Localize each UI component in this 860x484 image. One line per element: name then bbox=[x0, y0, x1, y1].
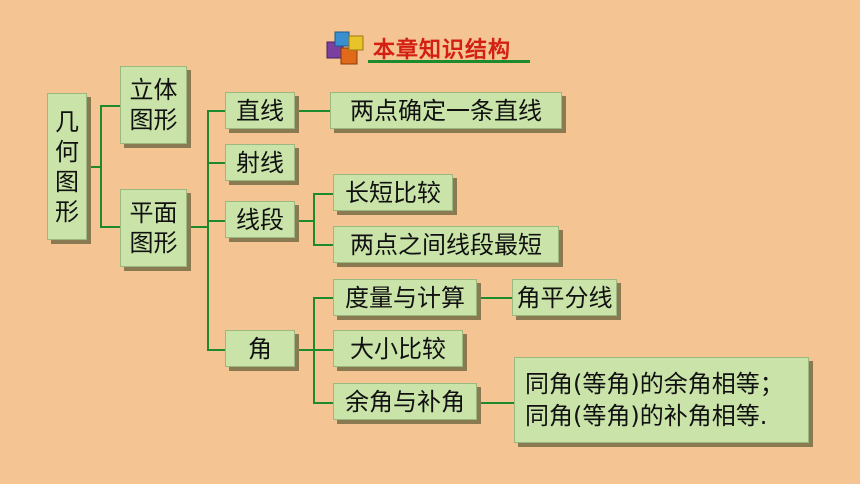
connector bbox=[88, 166, 102, 168]
connector bbox=[313, 349, 333, 351]
node-line: 直线 bbox=[225, 92, 295, 129]
node-text: 两点确定一条直线 bbox=[350, 96, 542, 125]
node-text: 余角与补角 bbox=[345, 387, 465, 416]
connector bbox=[313, 244, 333, 246]
node-ray: 射线 bbox=[225, 144, 295, 181]
node-text: 两点之间线段最短 bbox=[350, 230, 542, 259]
node-text: 角 bbox=[248, 334, 272, 363]
connector bbox=[313, 402, 333, 404]
connector bbox=[186, 226, 208, 228]
node-line-fact: 两点确定一条直线 bbox=[330, 92, 562, 129]
node-text: 直线 bbox=[236, 96, 284, 125]
node-text: 同角(等角)的补角相等. bbox=[525, 402, 768, 430]
connector bbox=[207, 162, 225, 164]
connector bbox=[207, 110, 225, 112]
node-text: 立体 bbox=[129, 76, 178, 104]
node-bisector: 角平分线 bbox=[512, 279, 617, 316]
node-complement-facts: 同角(等角)的余角相等； 同角(等角)的补角相等. bbox=[514, 357, 809, 443]
node-text: 角平分线 bbox=[516, 283, 613, 312]
node-measure: 度量与计算 bbox=[333, 279, 477, 316]
node-plane-figures: 平面 图形 bbox=[120, 189, 187, 267]
connector bbox=[100, 105, 120, 107]
section-title: 本章知识结构 bbox=[325, 28, 511, 68]
connector bbox=[207, 220, 225, 222]
connector bbox=[100, 105, 102, 227]
connector bbox=[476, 297, 512, 299]
node-geometric-figures: 几 何 图 形 bbox=[47, 93, 87, 240]
node-text: 形 bbox=[55, 197, 79, 226]
node-text: 何 bbox=[55, 137, 79, 166]
node-text: 度量与计算 bbox=[345, 283, 465, 312]
connector bbox=[313, 297, 333, 299]
node-segment: 线段 bbox=[225, 201, 295, 238]
node-text: 线段 bbox=[236, 205, 284, 234]
node-shortest: 两点之间线段最短 bbox=[333, 226, 559, 263]
blocks-icon bbox=[326, 31, 364, 65]
node-text: 大小比较 bbox=[350, 334, 446, 363]
node-text: 图形 bbox=[129, 229, 178, 257]
connector bbox=[207, 349, 225, 351]
node-text: 射线 bbox=[236, 148, 284, 177]
node-solid-figures: 立体 图形 bbox=[120, 66, 187, 144]
node-text: 长短比较 bbox=[345, 178, 441, 207]
node-text: 图 bbox=[55, 167, 79, 196]
node-text: 几 bbox=[55, 107, 79, 136]
node-text: 平面 bbox=[129, 199, 178, 227]
connector bbox=[207, 110, 209, 350]
connector bbox=[476, 402, 514, 404]
connector bbox=[313, 193, 315, 245]
title-text: 本章知识结构 bbox=[373, 38, 512, 63]
connector bbox=[294, 220, 314, 222]
connector bbox=[294, 349, 314, 351]
connector bbox=[313, 193, 333, 195]
node-angle: 角 bbox=[225, 330, 295, 367]
connector bbox=[100, 226, 120, 228]
connector bbox=[294, 110, 330, 112]
node-compare-length: 长短比较 bbox=[333, 174, 453, 211]
title-underline bbox=[368, 60, 530, 63]
node-complement: 余角与补角 bbox=[333, 383, 477, 420]
node-size-compare: 大小比较 bbox=[333, 330, 463, 367]
node-text: 同角(等角)的余角相等； bbox=[525, 370, 784, 398]
node-text: 图形 bbox=[129, 106, 178, 134]
